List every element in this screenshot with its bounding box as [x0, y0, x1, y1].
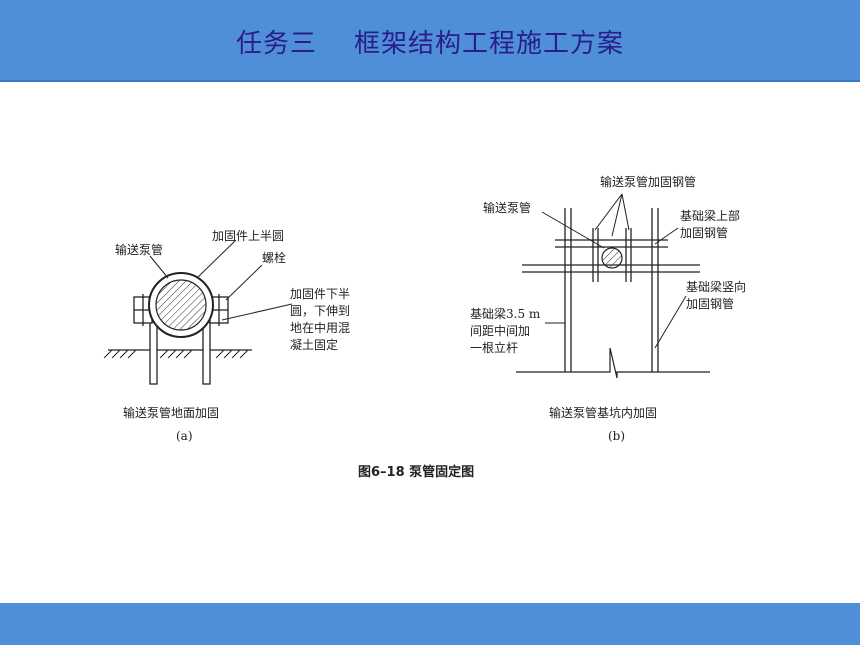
label-b-spacing-2: 间距中间加	[470, 323, 530, 338]
left-leg	[149, 321, 158, 385]
label-b-reinforce: 输送泵管加固钢管	[600, 174, 696, 189]
label-b-vertical-2: 加固钢管	[686, 296, 734, 311]
pump-pipe-b	[601, 247, 623, 269]
figure-caption: 图6–18 泵管固定图	[358, 464, 474, 480]
label-b-vertical-1: 基础梁竖向	[686, 279, 746, 294]
label-a-lower-1: 加固件下半	[290, 287, 350, 301]
ground-line-b	[516, 347, 710, 379]
footer-bar	[0, 603, 860, 645]
label-b-upper-1: 基础梁上部	[680, 208, 740, 223]
sub-a: (a)	[176, 429, 193, 443]
caption-b: 输送泵管基坑内加固	[549, 405, 657, 420]
label-a-lower-3: 地在中用混	[290, 320, 350, 335]
label-b-pipe: 输送泵管	[483, 200, 531, 215]
title-bar	[0, 0, 860, 82]
pump-pipe-a	[155, 279, 207, 331]
label-b-spacing-1: 基础梁3.5 m	[470, 306, 541, 321]
label-a-lower-4: 凝土固定	[290, 337, 338, 352]
diagram-a	[103, 239, 293, 385]
ground-hatch-a	[103, 349, 249, 359]
label-a-lower-2: 圆，下伸到	[290, 304, 350, 318]
diagram-b	[516, 193, 710, 379]
label-b-upper-2: 加固钢管	[680, 225, 728, 240]
caption-a: 输送泵管地面加固	[123, 405, 219, 420]
label-a-bolt: 螺栓	[262, 250, 286, 265]
label-a-pipe: 输送泵管	[115, 242, 163, 257]
label-b-spacing-3: 一根立杆	[470, 340, 518, 355]
slide-title: 任务三 框架结构工程施工方案	[235, 29, 625, 59]
label-a-upper: 加固件上半圆	[212, 229, 284, 243]
right-leg	[202, 321, 211, 385]
sub-b: (b)	[608, 429, 625, 443]
